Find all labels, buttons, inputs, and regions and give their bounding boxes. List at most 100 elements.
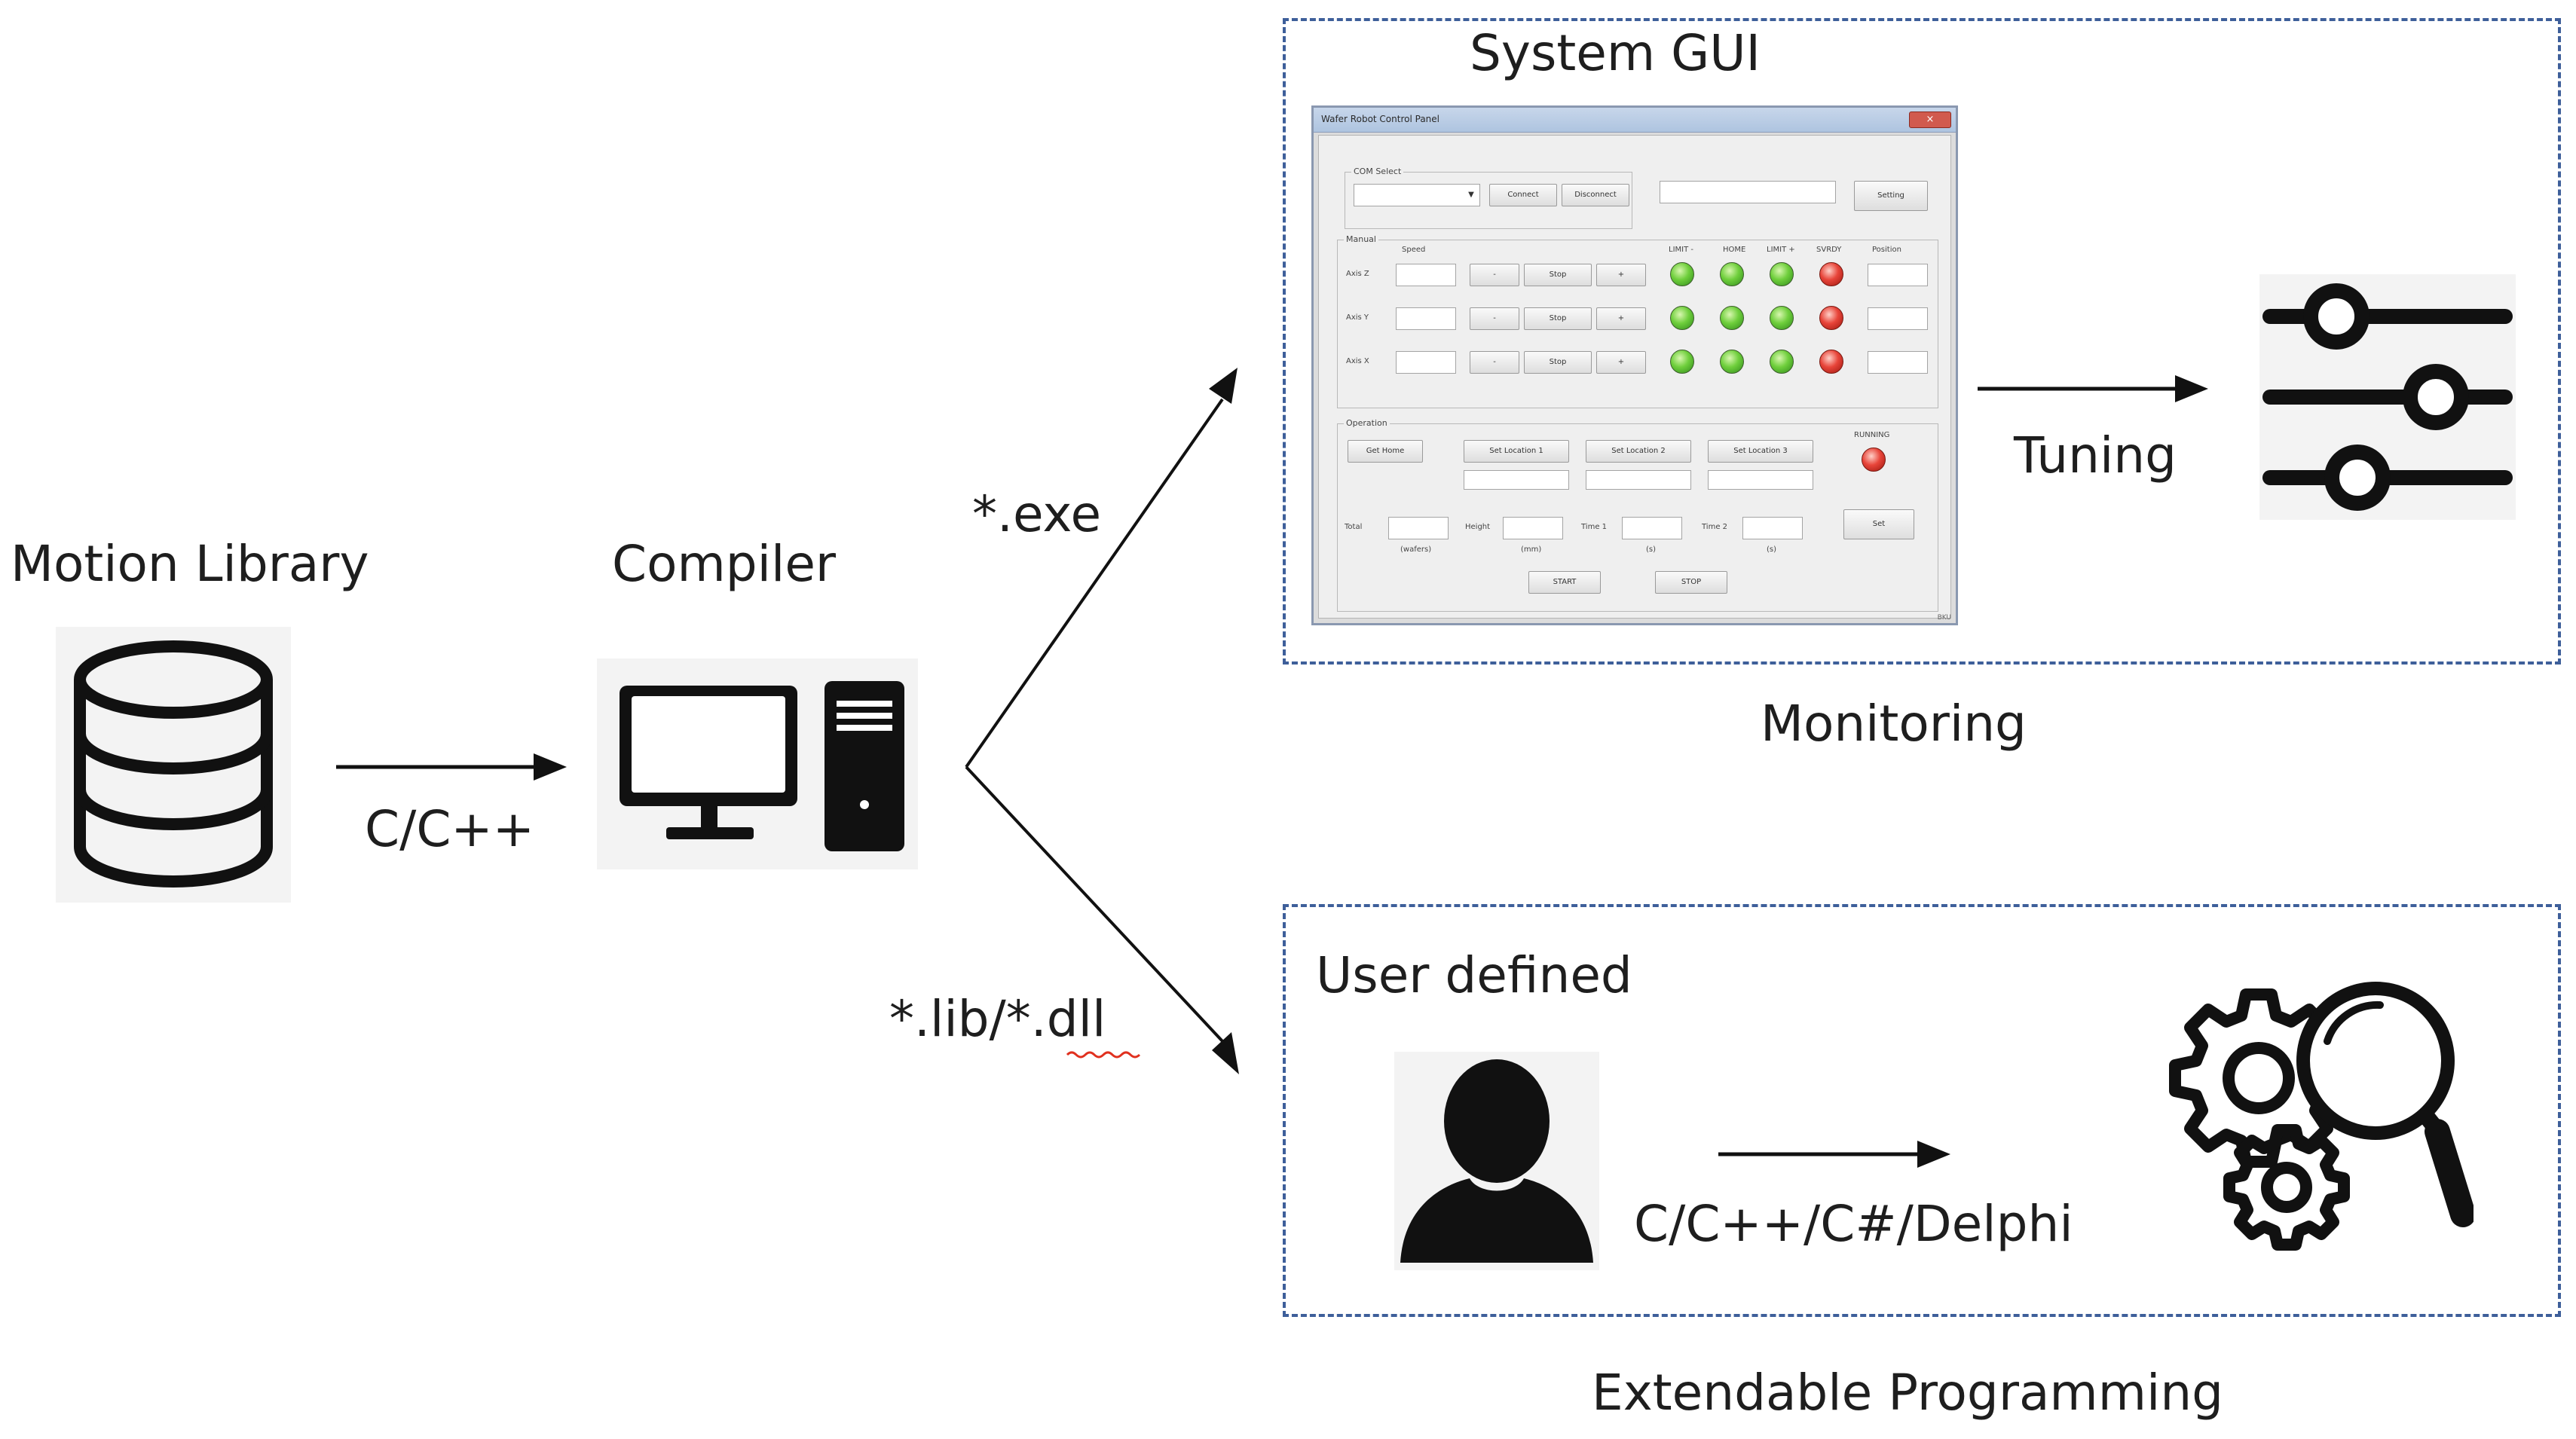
height-input[interactable] bbox=[1503, 517, 1563, 539]
axis-x-label: Axis X bbox=[1346, 357, 1369, 365]
exe-label: *.exe bbox=[972, 485, 1102, 543]
axis-z-speed-input[interactable] bbox=[1396, 264, 1456, 286]
arrow-compiler-to-user bbox=[965, 765, 1224, 1043]
wafers-unit: (wafers) bbox=[1400, 545, 1432, 554]
axis-y-speed-input[interactable] bbox=[1396, 307, 1456, 330]
svrdy-header: SVRDY bbox=[1816, 246, 1842, 254]
axis-x-limit-minus-led bbox=[1670, 350, 1694, 374]
c-cpp-label: C/C++ bbox=[365, 800, 535, 858]
total-input[interactable] bbox=[1388, 517, 1449, 539]
stop-operation-button[interactable]: STOP bbox=[1655, 571, 1727, 594]
time-2-input[interactable] bbox=[1742, 517, 1803, 539]
limit-minus-header: LIMIT - bbox=[1669, 246, 1693, 254]
height-label: Height bbox=[1465, 523, 1491, 531]
axis-x-limit-plus-led bbox=[1770, 350, 1794, 374]
axis-x-position-field bbox=[1868, 351, 1928, 374]
database-icon bbox=[56, 627, 291, 903]
axis-z-minus-button[interactable]: - bbox=[1470, 264, 1519, 286]
arrowhead-gui-to-tuning bbox=[2175, 375, 2208, 402]
speed-header: Speed bbox=[1402, 246, 1426, 254]
axis-y-position-field bbox=[1868, 307, 1928, 330]
set-location-1-button[interactable]: Set Location 1 bbox=[1464, 440, 1569, 463]
chevron-down-icon: ▼ bbox=[1468, 191, 1474, 199]
axis-z-svrdy-led bbox=[1819, 262, 1843, 286]
motion-library-label: Motion Library bbox=[11, 535, 369, 593]
desktop-computer-icon bbox=[597, 658, 918, 869]
time-2-label: Time 2 bbox=[1702, 523, 1728, 531]
com-port-dropdown[interactable]: ▼ bbox=[1354, 184, 1480, 206]
axis-x-stop-button[interactable]: Stop bbox=[1524, 351, 1592, 374]
set-location-2-button[interactable]: Set Location 2 bbox=[1586, 440, 1691, 463]
monitoring-label: Monitoring bbox=[1761, 695, 2027, 753]
monitoring-box bbox=[1283, 18, 2561, 665]
axis-x-speed-input[interactable] bbox=[1396, 351, 1456, 374]
disconnect-button[interactable]: Disconnect bbox=[1562, 184, 1629, 206]
tuning-label: Tuning bbox=[2014, 426, 2177, 484]
axis-z-position-field bbox=[1868, 264, 1928, 286]
axis-y-svrdy-led bbox=[1819, 306, 1843, 330]
axis-z-home-led bbox=[1720, 262, 1744, 286]
axis-x-plus-button[interactable]: + bbox=[1596, 351, 1646, 374]
start-button[interactable]: START bbox=[1528, 571, 1601, 594]
axis-z-plus-button[interactable]: + bbox=[1596, 264, 1646, 286]
axis-z-limit-minus-led bbox=[1670, 262, 1694, 286]
connect-button[interactable]: Connect bbox=[1489, 184, 1557, 206]
manual-title: Manual bbox=[1344, 234, 1378, 244]
compiler-label: Compiler bbox=[612, 535, 837, 593]
time-2-unit: (s) bbox=[1767, 545, 1777, 554]
time-1-label: Time 1 bbox=[1581, 523, 1608, 531]
lib-dll-label: *.lib/*.dll bbox=[889, 990, 1106, 1048]
gui-body: COM Select ▼ Connect Disconnect Setting … bbox=[1318, 135, 1951, 619]
axis-y-stop-button[interactable]: Stop bbox=[1524, 307, 1592, 330]
arrowhead-library-to-compiler bbox=[534, 753, 567, 781]
axis-x-home-led bbox=[1720, 350, 1744, 374]
operation-title: Operation bbox=[1344, 418, 1390, 428]
com-select-title: COM Select bbox=[1351, 167, 1404, 176]
location-1-field bbox=[1464, 470, 1569, 490]
sliders-icon bbox=[2259, 274, 2516, 520]
gui-status-grip: BKU bbox=[1937, 614, 1951, 622]
manual-group: Manual bbox=[1337, 234, 1938, 408]
operation-group: Operation bbox=[1337, 418, 1938, 612]
arrowhead-user-to-tools bbox=[1917, 1141, 1950, 1168]
axis-x-minus-button[interactable]: - bbox=[1470, 351, 1519, 374]
axis-y-plus-button[interactable]: + bbox=[1596, 307, 1646, 330]
limit-plus-header: LIMIT + bbox=[1767, 246, 1795, 254]
axis-z-limit-plus-led bbox=[1770, 262, 1794, 286]
mm-unit: (mm) bbox=[1521, 545, 1542, 554]
set-location-3-button[interactable]: Set Location 3 bbox=[1708, 440, 1813, 463]
running-label: RUNNING bbox=[1854, 431, 1890, 439]
axis-z-label: Axis Z bbox=[1346, 270, 1369, 278]
spellcheck-underline bbox=[1066, 1051, 1141, 1059]
axis-y-limit-minus-led bbox=[1670, 306, 1694, 330]
extendable-programming-box bbox=[1283, 904, 2561, 1317]
set-button[interactable]: Set bbox=[1843, 509, 1914, 539]
position-header: Position bbox=[1872, 246, 1901, 254]
time-1-input[interactable] bbox=[1622, 517, 1682, 539]
running-led bbox=[1862, 448, 1886, 472]
axis-y-label: Axis Y bbox=[1346, 313, 1369, 322]
axis-z-stop-button[interactable]: Stop bbox=[1524, 264, 1592, 286]
axis-y-minus-button[interactable]: - bbox=[1470, 307, 1519, 330]
axis-y-limit-plus-led bbox=[1770, 306, 1794, 330]
system-gui-label: System GUI bbox=[1470, 24, 1761, 82]
location-2-field bbox=[1586, 470, 1691, 490]
axis-y-home-led bbox=[1720, 306, 1744, 330]
gui-close-button[interactable]: × bbox=[1909, 112, 1951, 128]
location-3-field bbox=[1708, 470, 1813, 490]
gui-title-bar: Wafer Robot Control Panel × bbox=[1314, 108, 1956, 133]
com-select-group: COM Select bbox=[1345, 167, 1632, 229]
status-field bbox=[1660, 181, 1836, 203]
gears-magnifier-icon bbox=[2157, 972, 2476, 1251]
languages-label: C/C++/C#/Delphi bbox=[1634, 1195, 2073, 1253]
user-icon bbox=[1394, 1052, 1599, 1270]
arrowhead-compiler-to-user bbox=[1212, 1032, 1239, 1074]
get-home-button[interactable]: Get Home bbox=[1348, 440, 1423, 463]
axis-x-svrdy-led bbox=[1819, 350, 1843, 374]
extendable-programming-label: Extendable Programming bbox=[1592, 1364, 2224, 1422]
arrowhead-compiler-to-gui bbox=[1209, 368, 1238, 404]
system-gui-screenshot: Wafer Robot Control Panel × COM Select ▼… bbox=[1311, 105, 1958, 625]
user-defined-label: User defined bbox=[1316, 946, 1632, 1004]
setting-button[interactable]: Setting bbox=[1854, 181, 1928, 211]
